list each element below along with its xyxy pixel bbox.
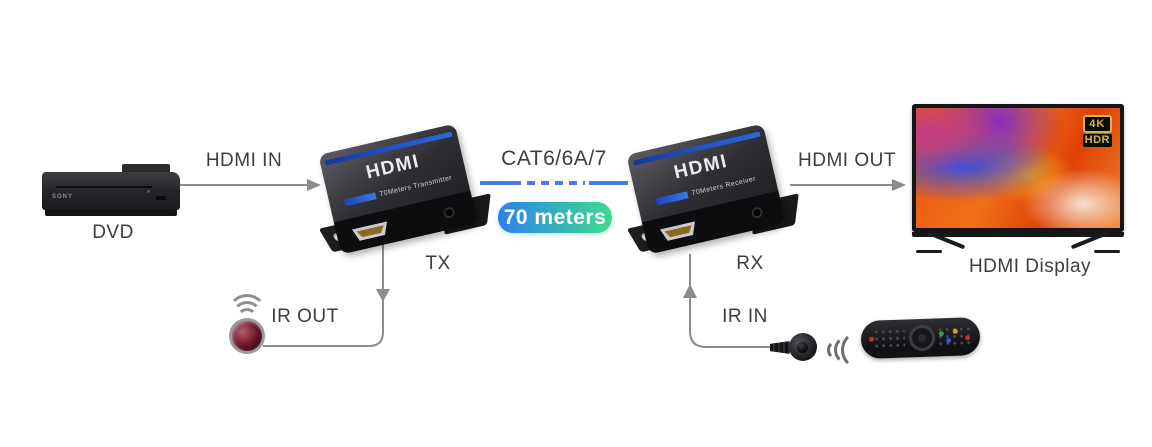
hdmi-in-label: HDMI IN — [205, 150, 283, 171]
dvd-player-base — [45, 209, 177, 216]
4k-badge: 4K — [1082, 115, 1112, 133]
tv-foot-left — [916, 250, 942, 253]
tx-label: TX — [425, 253, 451, 274]
tv-foot-right — [1094, 250, 1120, 253]
receiver-body: HDMI 70Meters Receiver — [626, 123, 786, 255]
remote-control — [860, 316, 981, 360]
remote-dpad — [908, 324, 936, 352]
brand-logo: SONY — [52, 194, 74, 200]
transmitter-device: HDMI 70Meters Transmitter — [318, 123, 491, 256]
ir-out-label: IR OUT — [271, 306, 339, 327]
brand-chip — [656, 191, 689, 206]
hdmi-in-arrow — [178, 179, 321, 191]
ir-jack — [750, 206, 764, 220]
disc-tray — [56, 186, 152, 188]
receiver-subtext: 70Meters Receiver — [691, 175, 757, 198]
ir-jack — [442, 206, 456, 220]
dvd-label: DVD — [92, 222, 134, 243]
distance-badge: 70 meters — [498, 202, 612, 233]
transmitter-body: HDMI 70Meters Transmitter — [318, 123, 478, 255]
ir-out-line — [263, 242, 390, 347]
hdmi-out-label: HDMI OUT — [798, 150, 896, 171]
dvd-player: SONY — [42, 164, 180, 216]
hdmi-out-arrow — [790, 179, 906, 191]
ir-emitter-icon — [229, 318, 265, 354]
dvd-player-body: SONY — [42, 172, 180, 210]
ir-in-line — [683, 254, 778, 348]
rx-label: RX — [736, 253, 764, 274]
power-led — [147, 190, 150, 193]
hdr-badge: HDR — [1082, 134, 1112, 147]
hdmi-display-label: HDMI Display — [968, 256, 1092, 277]
tv-bezel — [912, 232, 1124, 237]
brand-chip — [343, 192, 377, 207]
tv-display: 4K HDR — [912, 104, 1124, 253]
4k-hdr-badge: 4K HDR — [1082, 115, 1112, 147]
ir-receiver-icon — [789, 333, 817, 361]
usb-port — [156, 196, 166, 200]
cable-type-label: CAT6/6A/7 — [501, 147, 607, 170]
receiver-device: HDMI 70Meters Receiver — [626, 123, 799, 256]
hdmi-port — [660, 221, 698, 242]
tv-screen: 4K HDR — [912, 104, 1124, 232]
remote-buttons-left — [872, 327, 906, 351]
hdmi-port — [352, 221, 390, 242]
ir-receiver-plug — [770, 341, 790, 354]
ir-in-label: IR IN — [722, 306, 768, 327]
